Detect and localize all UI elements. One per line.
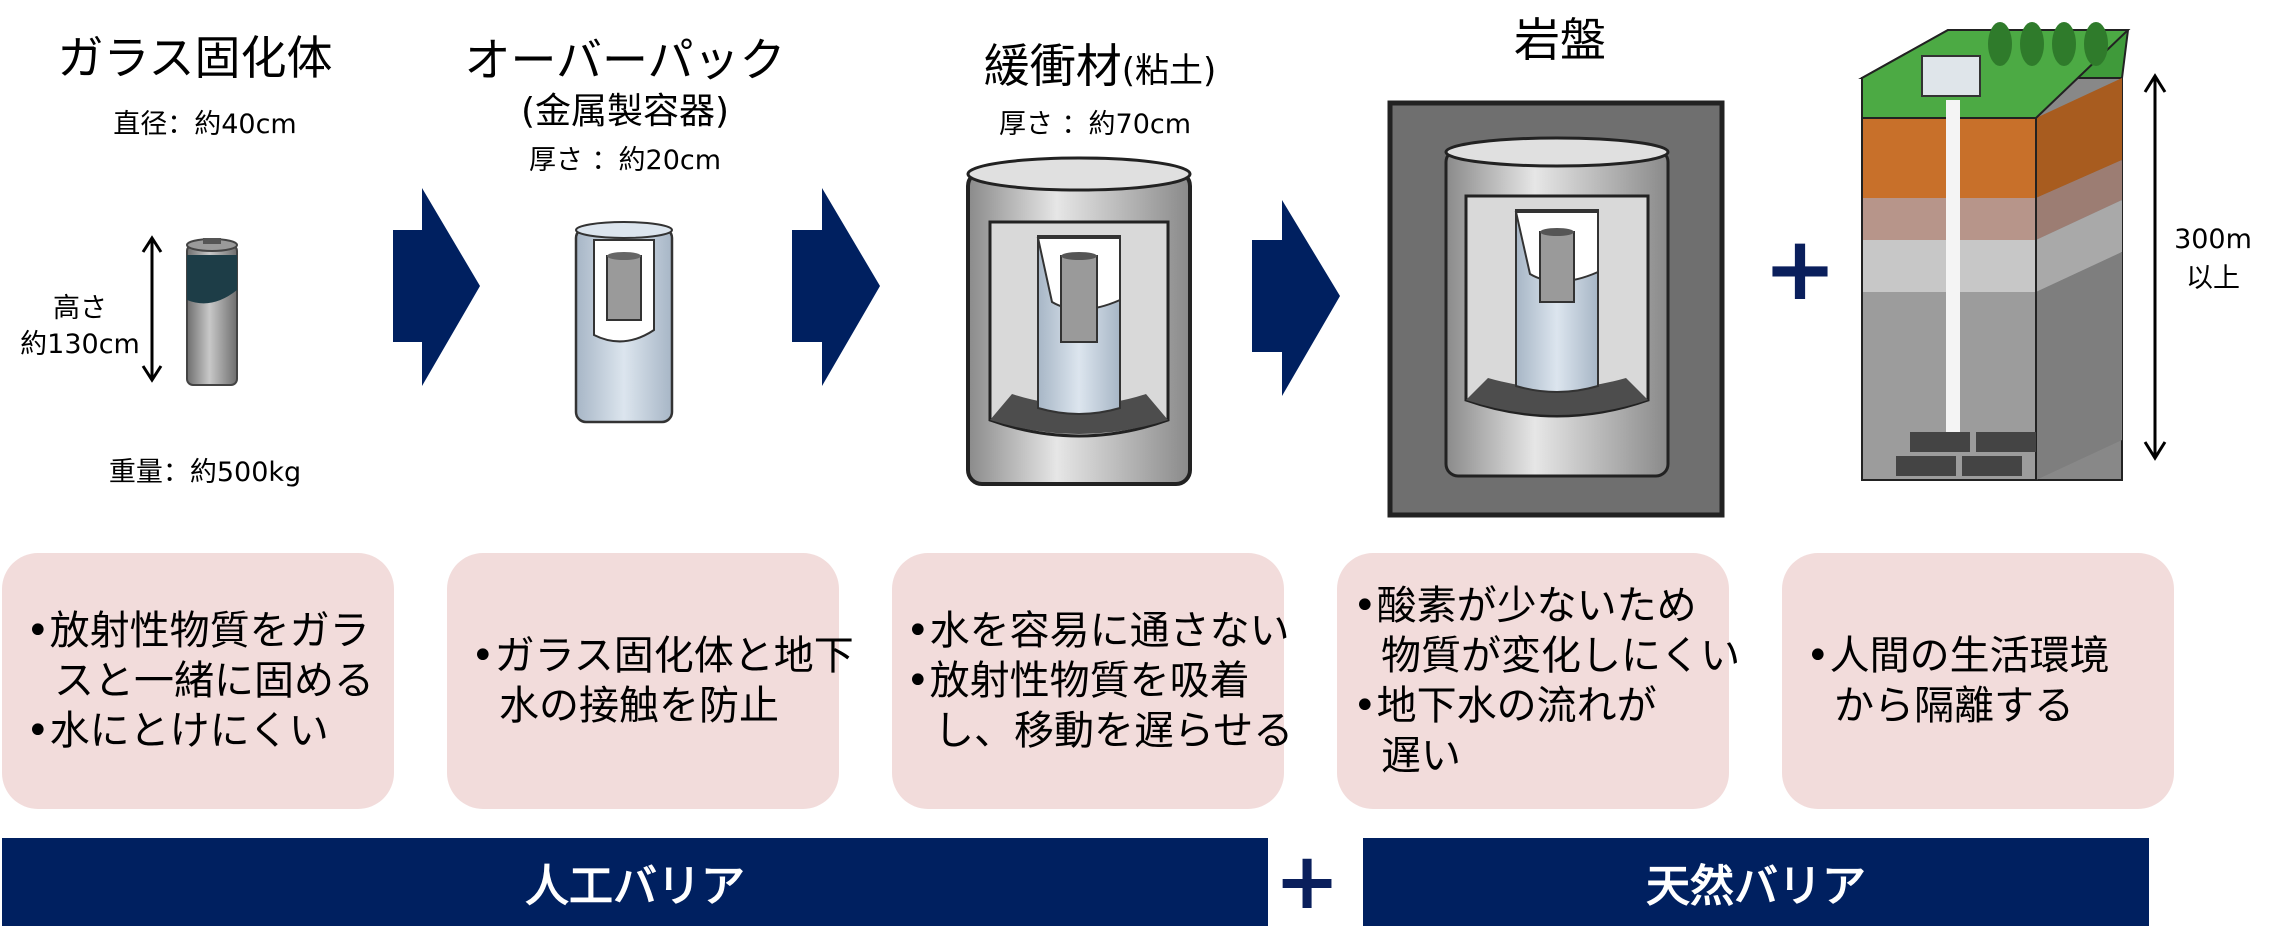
glass-title: ガラス固化体 — [57, 31, 333, 85]
overpack-title: オーバーパック — [464, 33, 786, 87]
glass-description-box: •放射性物質をガラ スと一緒に固める •水にとけにくい — [2, 553, 394, 809]
overpack-description-box: •ガラス固化体と地下 水の接触を防止 — [447, 553, 854, 809]
plus-sign-natural: + — [1763, 217, 1837, 320]
glass-diameter: 直径：約40cm — [113, 109, 297, 140]
plus-sign-bars: + — [1274, 837, 1340, 927]
glass-height-label: 高さ — [53, 293, 107, 324]
geology-line-1: •人間の生活環境 — [1806, 633, 2110, 679]
geology-description-box: •人間の生活環境 から隔離する — [1782, 553, 2174, 809]
bedrock-line-4: 遅い — [1381, 733, 1461, 779]
overpack-thickness: 厚さ ：約20cm — [528, 145, 722, 176]
overpack-icon — [574, 221, 674, 424]
depth-unit: 以上 — [2186, 263, 2240, 294]
glass-line-2: スと一緒に固める — [54, 658, 374, 704]
glass-weight: 重量：約500kg — [108, 457, 302, 488]
glass-line-3: •水にとけにくい — [26, 708, 329, 754]
barrier-illustrations — [141, 22, 2167, 518]
buffer-description-box: •水を容易に通さない •放射性物質を吸着 し、移動を遅らせる — [892, 553, 1294, 809]
overpack-subtitle: (金属製容器) — [520, 91, 730, 132]
arrow-2-icon — [792, 188, 880, 386]
buffer-title-main: 緩衝材 — [983, 39, 1122, 93]
natural-barrier-bar: 天然バリア — [1363, 838, 2149, 926]
buffer-thickness: 厚さ ：約70cm — [998, 109, 1192, 140]
overpack-line-1: •ガラス固化体と地下 — [471, 633, 854, 679]
arrow-3-icon — [1252, 200, 1340, 396]
buffer-line-1: •水を容易に通さない — [906, 608, 1290, 654]
artificial-barrier-label: 人工バリア — [525, 861, 745, 912]
bedrock-title: 岩盤 — [1514, 13, 1606, 67]
buffer-clay-icon — [966, 156, 1192, 486]
buffer-line-3: し、移動を遅らせる — [934, 708, 1294, 754]
natural-barrier-label: 天然バリア — [1646, 861, 1866, 912]
glass-canister-icon — [186, 238, 238, 386]
buffer-line-2: •放射性物質を吸着 — [906, 658, 1250, 704]
depth-arrow-icon — [2143, 73, 2167, 461]
buffer-title: 緩衝材(粘土) — [900, 30, 1300, 96]
geology-line-2: から隔離する — [1834, 683, 2074, 729]
bedrock-line-2: 物質が変化しにくい — [1381, 633, 1741, 679]
arrow-1-icon — [393, 188, 480, 386]
bedrock-description-box: •酸素が少ないため 物質が変化しにくい •地下水の流れが 遅い — [1337, 553, 1741, 809]
bedrock-line-1: •酸素が少ないため — [1353, 583, 1697, 629]
overpack-line-2: 水の接触を防止 — [499, 683, 779, 729]
geology-section-icon — [1858, 22, 2131, 481]
bedrock-icon — [1387, 100, 1725, 518]
artificial-barrier-bar: 人工バリア — [2, 838, 1268, 926]
height-arrow-icon — [141, 235, 163, 383]
depth-value: 300m — [2174, 224, 2252, 255]
glass-height-value: 約130cm — [20, 329, 140, 360]
glass-line-1: •放射性物質をガラ — [26, 608, 370, 654]
buffer-title-paren: (粘土) — [1121, 51, 1217, 91]
bedrock-line-3: •地下水の流れが — [1353, 683, 1657, 729]
